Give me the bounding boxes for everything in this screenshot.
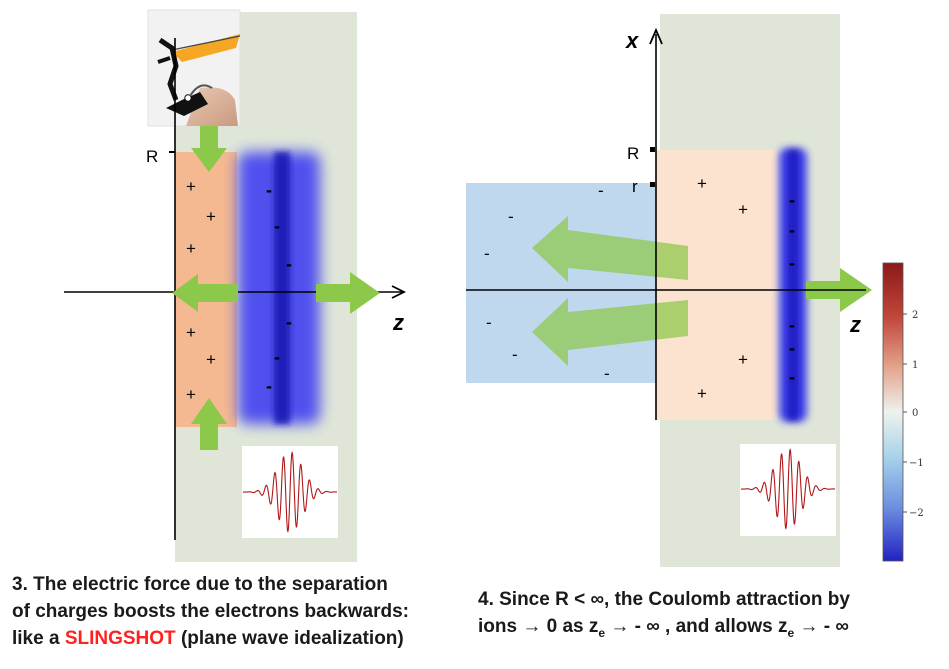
- subscript-e: e: [598, 625, 606, 640]
- right-band-electrons: - - - - - -: [789, 190, 795, 387]
- right-R-tick: [650, 147, 655, 152]
- caption-text: (plane wave idealization): [175, 628, 404, 649]
- left-caption-line1: 3. The electric force due to the separat…: [12, 574, 388, 595]
- electron-minus: -: [789, 220, 795, 240]
- slingshot-highlight: SLINGSHOT: [64, 628, 176, 649]
- ion-plus: +: [206, 207, 216, 226]
- electron-minus: -: [274, 216, 280, 236]
- right-electron-core: [788, 150, 798, 420]
- left-caption-line3: like a SLINGSHOT (plane wave idealizatio…: [12, 625, 409, 652]
- electron-minus: -: [266, 376, 272, 396]
- right-r-tick: [650, 182, 655, 187]
- electron-minus: -: [266, 180, 272, 200]
- left-R-label: R: [146, 147, 158, 166]
- left-caption-line2: of charges boosts the electrons backward…: [12, 601, 410, 622]
- left-arrow-up: [191, 398, 227, 450]
- right-z-label: z: [849, 312, 861, 337]
- electron-minus: -: [486, 313, 492, 332]
- right-pulse-wave: [740, 448, 836, 530]
- electron-minus: -: [789, 367, 795, 387]
- right-r-label: r: [632, 177, 638, 196]
- ion-plus: +: [186, 177, 196, 196]
- right-ion-charges: + + + +: [697, 174, 748, 403]
- caption-text: like a: [12, 628, 65, 649]
- electron-minus: -: [512, 345, 518, 364]
- ion-plus: +: [697, 384, 707, 403]
- electron-minus: -: [604, 364, 610, 383]
- ion-plus: +: [738, 350, 748, 369]
- caption-text: → - ∞ , and allows z: [605, 616, 788, 637]
- electron-minus: -: [789, 315, 795, 335]
- right-caption-line2: ions → 0 as ze → - ∞ , and allows ze → -…: [478, 613, 850, 647]
- left-ion-charges: + + + + + +: [186, 177, 216, 404]
- electron-minus: -: [286, 312, 292, 332]
- left-arrow-backward: [172, 274, 238, 312]
- right-x-label: x: [625, 28, 639, 53]
- electron-minus: -: [789, 253, 795, 273]
- left-arrow-down: [191, 126, 227, 172]
- ion-plus: +: [186, 323, 196, 342]
- caption-text: ions → 0 as z: [478, 616, 599, 637]
- electron-minus: -: [789, 190, 795, 210]
- right-arrow-upper: [532, 216, 688, 282]
- left-electron-charges: - - - - - -: [266, 180, 292, 396]
- right-panel: x z R r + + + + - - - - - - - - - -: [466, 14, 872, 567]
- colorbar-tick-label: −2: [909, 508, 924, 519]
- electron-minus: -: [508, 207, 514, 226]
- ion-plus: +: [697, 174, 707, 193]
- colorbar: 2 1 0 −1 −2: [882, 262, 924, 562]
- left-electron-core: [274, 152, 290, 424]
- left-pulse-inset: [242, 446, 338, 538]
- right-x-arrowhead: [649, 27, 663, 45]
- colorbar-tick-label: −1: [909, 458, 924, 469]
- right-caption-line1: 4. Since R < ∞, the Coulomb attraction b…: [478, 589, 850, 610]
- left-z-label: z: [392, 310, 404, 335]
- electron-minus: -: [286, 254, 292, 274]
- left-z-arrowhead: [391, 285, 407, 299]
- right-caption: 4. Since R < ∞, the Coulomb attraction b…: [478, 586, 850, 647]
- electron-minus: -: [484, 244, 490, 263]
- colorbar-ticks: 2 1 0 −1 −2: [903, 310, 924, 519]
- right-pulse-inset: [740, 444, 836, 536]
- left-pulse-wave: [242, 451, 338, 533]
- slingshot-image: [147, 9, 241, 127]
- left-caption: 3. The electric force due to the separat…: [12, 571, 409, 652]
- colorbar-tick-label: 2: [912, 310, 918, 321]
- left-panel: z R + + + + + +: [64, 9, 407, 562]
- ion-plus: +: [206, 350, 216, 369]
- right-arrow-lower: [532, 298, 688, 366]
- subscript-e: e: [787, 625, 795, 640]
- ejected-electrons: - - - - - -: [484, 181, 610, 383]
- right-ion-region: [656, 150, 778, 420]
- left-arrow-forward: [316, 272, 380, 314]
- electron-minus: -: [598, 181, 604, 200]
- electron-minus: -: [274, 347, 280, 367]
- colorbar-gradient: [882, 262, 904, 562]
- caption-text: → - ∞: [794, 616, 849, 637]
- electron-minus: -: [789, 338, 795, 358]
- ion-plus: +: [186, 239, 196, 258]
- ion-plus: +: [186, 385, 196, 404]
- colorbar-tick-label: 1: [912, 360, 918, 371]
- right-R-label: R: [627, 144, 639, 163]
- colorbar-tick-label: 0: [912, 408, 918, 419]
- ion-plus: +: [738, 200, 748, 219]
